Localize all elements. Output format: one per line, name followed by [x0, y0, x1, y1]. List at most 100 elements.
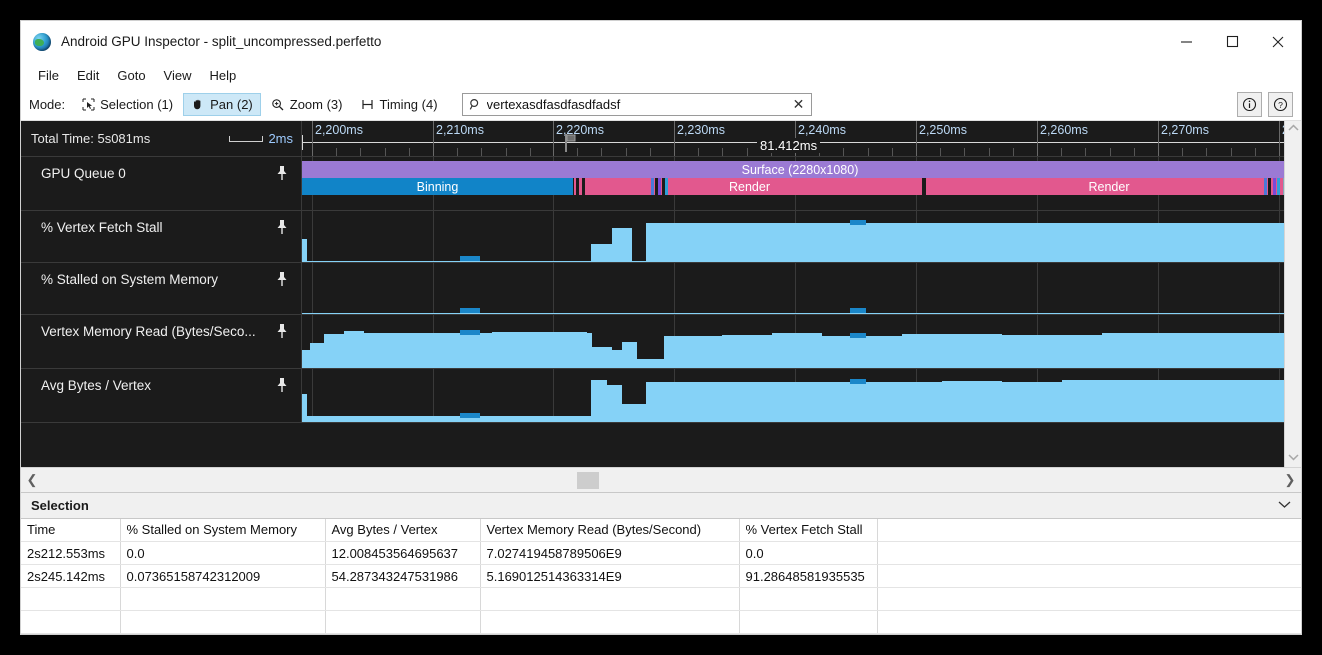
selection-column-header[interactable]: Avg Bytes / Vertex: [325, 518, 481, 542]
track-header[interactable]: Vertex Memory Read (Bytes/Seco...: [21, 315, 302, 368]
close-icon[interactable]: [1255, 21, 1301, 62]
mode-button-selection[interactable]: Selection (1): [73, 93, 181, 116]
ruler-tick-minor: [336, 148, 338, 156]
selection-marker[interactable]: [850, 220, 866, 226]
search-input[interactable]: vertexasdfasdfasdfadsf ✕: [461, 92, 812, 116]
queue-event-bar[interactable]: Render: [926, 178, 1284, 195]
table-row[interactable]: [21, 610, 1301, 634]
mode-button-zoom[interactable]: Zoom (3): [263, 93, 351, 116]
close-icon[interactable]: ✕: [792, 96, 805, 112]
menu-item-edit[interactable]: Edit: [76, 67, 100, 83]
mode-button-timing[interactable]: Timing (4): [353, 93, 446, 116]
track-canvas[interactable]: [302, 263, 1284, 314]
selection-column-header[interactable]: Vertex Memory Read (Bytes/Second): [480, 518, 740, 542]
queue-event-slice[interactable]: [1283, 178, 1284, 195]
queue-event-slice[interactable]: [1268, 178, 1271, 195]
counter-area-segment: [772, 333, 822, 368]
queue-event-slice[interactable]: [574, 178, 577, 195]
queue-event-slice[interactable]: [1264, 178, 1267, 195]
mode-button-zoom-label: Zoom (3): [289, 96, 343, 112]
track-name-label: % Vertex Fetch Stall: [41, 220, 163, 235]
ruler-tick-label: 2,250ms: [919, 123, 967, 137]
chevron-down-icon[interactable]: [1287, 453, 1299, 464]
queue-event-bar[interactable]: Render: [577, 178, 922, 195]
chevron-right-icon[interactable]: ❯: [1284, 471, 1296, 487]
selection-panel-header[interactable]: Selection: [21, 491, 1301, 519]
pin-icon[interactable]: [275, 165, 289, 181]
selection-marker[interactable]: [850, 332, 866, 338]
mode-button-pan[interactable]: Pan (2): [183, 92, 261, 116]
horizontal-scrollbar[interactable]: ❮ ❯: [21, 466, 1301, 492]
selection-column-header[interactable]: [877, 518, 1301, 542]
track-name-label: % Stalled on System Memory: [41, 272, 219, 287]
pin-icon[interactable]: [275, 271, 289, 287]
ruler-tick-minor: [577, 148, 579, 156]
table-cell: 0.0: [120, 541, 326, 565]
selection-column-header[interactable]: % Vertex Fetch Stall: [739, 518, 878, 542]
track-name-label: GPU Queue 0: [41, 166, 126, 181]
track-header[interactable]: GPU Queue 0: [21, 157, 302, 210]
track-canvas[interactable]: [302, 211, 1284, 262]
track-canvas[interactable]: [302, 369, 1284, 422]
selection-column-header[interactable]: Time: [21, 518, 121, 542]
selection-marker[interactable]: [850, 308, 866, 313]
track-header[interactable]: Avg Bytes / Vertex: [21, 369, 302, 422]
selection-marker[interactable]: [460, 412, 480, 418]
counter-area-segment: [622, 403, 646, 422]
help-icon[interactable]: ?: [1268, 91, 1293, 117]
queue-event-slice[interactable]: [651, 178, 654, 195]
track-gridline: [1279, 263, 1280, 314]
queue-event-slice[interactable]: [658, 178, 661, 195]
table-row[interactable]: [21, 587, 1301, 611]
queue-event-slice[interactable]: [576, 178, 579, 195]
table-cell: [21, 587, 121, 611]
minimize-icon[interactable]: [1163, 21, 1209, 62]
selection-marker[interactable]: [850, 379, 866, 385]
queue-event-slice[interactable]: [579, 178, 582, 195]
selection-column-header[interactable]: % Stalled on System Memory: [120, 518, 326, 542]
magnifier-plus-icon: [271, 97, 285, 111]
pin-icon[interactable]: [275, 377, 289, 393]
counter-area-segment: [302, 239, 307, 262]
pin-icon[interactable]: [275, 323, 289, 339]
queue-event-slice[interactable]: [582, 178, 585, 195]
menu-item-help[interactable]: Help: [209, 67, 237, 83]
chevron-down-icon[interactable]: [1278, 498, 1291, 512]
queue-event-slice[interactable]: [655, 178, 658, 195]
track-canvas[interactable]: [302, 315, 1284, 368]
chevron-up-icon[interactable]: [1287, 124, 1299, 135]
table-cell: 12.008453564695637: [325, 541, 481, 565]
window-title: Android GPU Inspector - split_uncompress…: [61, 34, 382, 49]
chevron-left-icon[interactable]: ❮: [26, 471, 38, 487]
flag-marker-icon[interactable]: [564, 133, 578, 153]
scrollbar-thumb[interactable]: [577, 471, 599, 489]
ruler-tick-major: [1158, 121, 1159, 156]
counter-area-segment: [822, 335, 902, 368]
selection-marker[interactable]: [460, 308, 480, 313]
maximize-icon[interactable]: [1209, 21, 1255, 62]
pin-icon[interactable]: [275, 219, 289, 235]
search-icon: [468, 98, 483, 111]
menu-item-view[interactable]: View: [163, 67, 192, 83]
queue-event-bar[interactable]: Surface (2280x1080): [302, 161, 1284, 178]
queue-event-slice[interactable]: [585, 178, 588, 195]
menu-item-goto[interactable]: Goto: [117, 67, 146, 83]
queue-event-bar[interactable]: Binning: [302, 178, 573, 195]
info-icon[interactable]: [1237, 91, 1262, 117]
menu-item-file[interactable]: File: [38, 67, 59, 83]
selection-marker[interactable]: [460, 330, 480, 336]
queue-event-slice[interactable]: [1277, 178, 1280, 195]
selection-marker[interactable]: [460, 256, 480, 261]
track-row: Vertex Memory Read (Bytes/Seco...: [21, 315, 1284, 369]
queue-event-slice[interactable]: [665, 178, 668, 195]
track-header[interactable]: % Vertex Fetch Stall: [21, 211, 302, 262]
queue-event-slice[interactable]: [662, 178, 665, 195]
queue-event-slice[interactable]: [1273, 178, 1276, 195]
vertical-scrollbar[interactable]: [1284, 121, 1301, 467]
track-header[interactable]: % Stalled on System Memory: [21, 263, 302, 314]
